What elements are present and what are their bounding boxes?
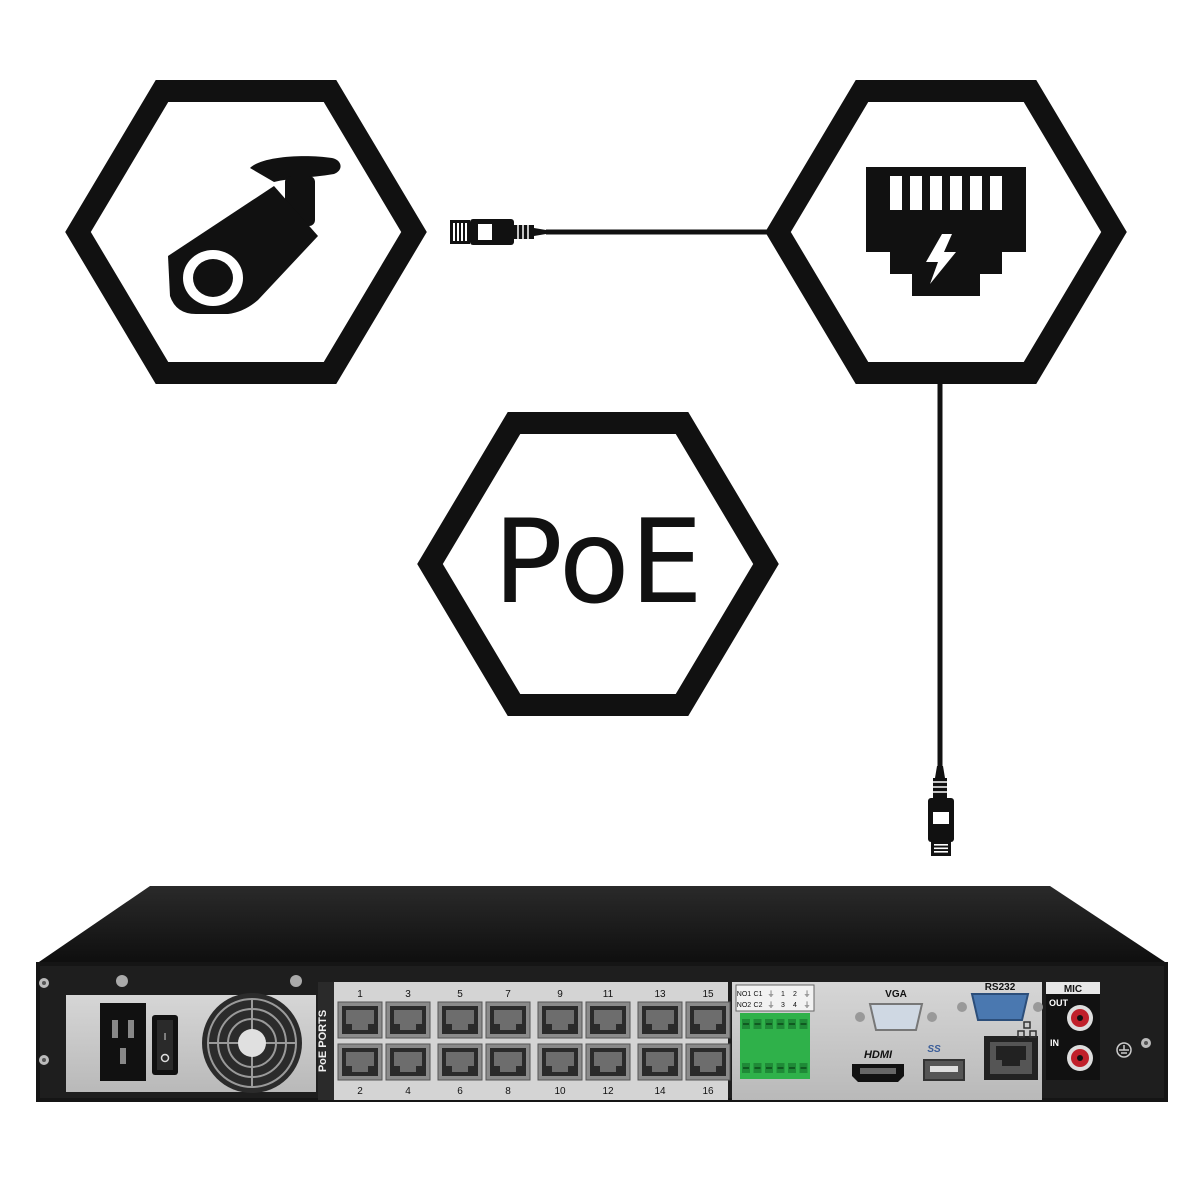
alarm-label: ⏚: [768, 990, 775, 998]
terminal-screw[interactable]: [742, 1063, 750, 1073]
alarm-label: ⏚: [804, 1001, 811, 1009]
poe-port[interactable]: [385, 1043, 431, 1081]
power-panel: I: [66, 975, 316, 1093]
in-label: IN: [1050, 1038, 1059, 1048]
alarm-label: 2: [793, 991, 797, 998]
poe-port[interactable]: [337, 1001, 383, 1039]
svg-text:I: I: [164, 1032, 167, 1043]
poe-port[interactable]: [437, 1043, 483, 1081]
poe-port[interactable]: [537, 1001, 583, 1039]
poe-port[interactable]: [585, 1043, 631, 1081]
terminal-screw[interactable]: [742, 1019, 750, 1029]
ethernet-cable-horizontal: [450, 219, 790, 245]
terminal-screw[interactable]: [753, 1063, 762, 1073]
poe-label: PoE: [493, 495, 703, 630]
vga-port[interactable]: [855, 1003, 937, 1031]
poe-port[interactable]: [685, 1001, 731, 1039]
alarm-label: C1: [754, 991, 763, 998]
poe-port[interactable]: [485, 1043, 531, 1081]
vga-label: VGA: [885, 989, 907, 1000]
terminal-screw[interactable]: [776, 1063, 785, 1073]
port-number-top: 15: [702, 989, 714, 1000]
ethernet-cable-vertical: [928, 373, 954, 856]
hdmi-label: HDMI: [864, 1049, 893, 1061]
camera-icon: [168, 156, 341, 314]
audio-in-jack[interactable]: [1067, 1045, 1093, 1071]
mic-label: MIC: [1064, 984, 1082, 995]
port-number-bottom: 8: [505, 1086, 511, 1097]
poe-port[interactable]: [685, 1043, 731, 1081]
camera-badge: [65, 80, 427, 384]
poe-port[interactable]: [385, 1001, 431, 1039]
alarm-label: NO2: [737, 1002, 752, 1009]
hdmi-port[interactable]: [852, 1064, 904, 1082]
port-number-top: 11: [603, 989, 614, 1000]
poe-port[interactable]: [585, 1001, 631, 1039]
out-label: OUT: [1049, 998, 1069, 1008]
alarm-label: ⏚: [804, 990, 811, 998]
terminal-screw[interactable]: [765, 1063, 773, 1073]
port-number-top: 3: [405, 989, 411, 1000]
terminal-screw[interactable]: [788, 1019, 796, 1029]
alarm-label: 1: [781, 991, 785, 998]
poe-port[interactable]: [637, 1043, 683, 1081]
lan-port[interactable]: [984, 1036, 1038, 1080]
network-icon: [1017, 1021, 1037, 1038]
alarm-label: ⏚: [768, 1001, 775, 1009]
poe-port[interactable]: [537, 1043, 583, 1081]
alarm-label: NO1: [737, 991, 752, 998]
rs232-port[interactable]: [957, 993, 1043, 1021]
fan-icon: [202, 993, 302, 1093]
terminal-screw[interactable]: [799, 1063, 808, 1073]
power-switch[interactable]: I: [152, 1015, 178, 1075]
usb-label: SS: [927, 1044, 941, 1055]
port-number-top: 5: [457, 989, 463, 1000]
port-number-bottom: 12: [602, 1086, 614, 1097]
port-number-bottom: 14: [654, 1086, 666, 1097]
audio-panel: MIC OUT IN: [1046, 982, 1100, 1080]
terminal-screw[interactable]: [753, 1019, 762, 1029]
port-number-top: 7: [505, 989, 511, 1000]
poe-port[interactable]: [485, 1001, 531, 1039]
port-number-bottom: 2: [357, 1086, 363, 1097]
port-number-top: 9: [557, 989, 563, 1000]
terminal-screw[interactable]: [799, 1019, 808, 1029]
ground-icon: [1116, 1042, 1132, 1058]
port-number-bottom: 4: [405, 1086, 411, 1097]
port-number-top: 13: [654, 989, 666, 1000]
terminal-screw[interactable]: [765, 1019, 773, 1029]
port-number-bottom: 10: [554, 1086, 566, 1097]
poe-port[interactable]: [637, 1001, 683, 1039]
poe-port[interactable]: [337, 1043, 383, 1081]
alarm-label: C2: [754, 1002, 763, 1009]
rj45-port-icon: [866, 167, 1026, 296]
terminal-screw[interactable]: [788, 1063, 796, 1073]
port-number-top: 1: [357, 989, 363, 1000]
port-number-bottom: 16: [702, 1086, 714, 1097]
poe-port[interactable]: [437, 1001, 483, 1039]
alarm-label: 3: [781, 1002, 785, 1009]
terminal-screw[interactable]: [776, 1019, 785, 1029]
audio-out-jack[interactable]: [1067, 1005, 1093, 1031]
rs232-label: RS232: [985, 982, 1016, 993]
poe-badge: PoE: [417, 412, 779, 716]
port-number-bottom: 6: [457, 1086, 463, 1097]
poe-ports-label: PoE PORTS: [317, 1010, 329, 1072]
rj45-power-badge: [765, 80, 1127, 384]
usb-port[interactable]: [923, 1059, 965, 1081]
alarm-label: 4: [793, 1002, 797, 1009]
lightning-icon: [926, 234, 956, 284]
